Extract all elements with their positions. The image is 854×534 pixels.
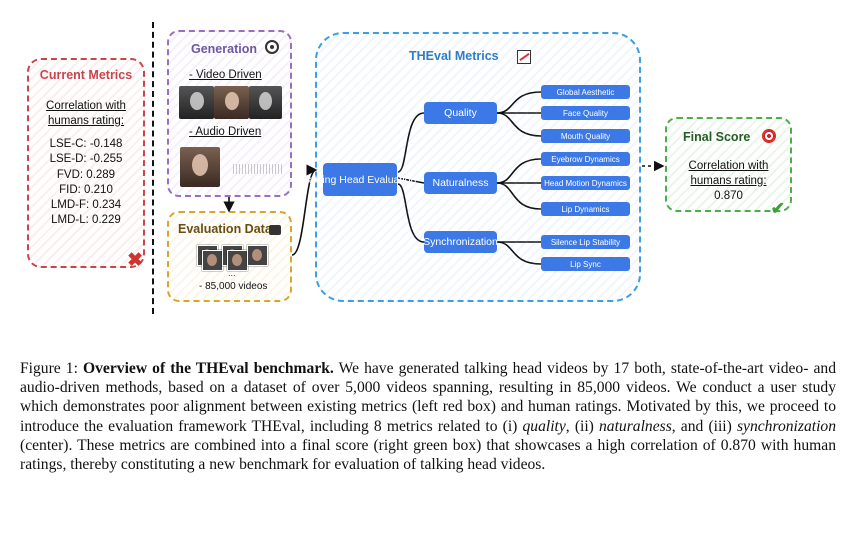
caption-text-1: We have generated talking head videos by… [20,360,837,435]
audio-waveform [233,164,283,174]
final-score-value: 0.870 [714,190,743,202]
generation-title: Generation [191,42,257,56]
final-score-box: Final Score Correlation with humans rati… [665,117,792,218]
figure-caption: Figure 1: Overview of the THEval benchma… [20,359,836,474]
metric-node-eyebrow-dynamics: Eyebrow Dynamics [541,152,630,166]
metric-lmd-l: LMD-L: 0.229 [51,214,121,227]
theval-title: THEval Metrics [409,49,499,63]
camera-icon [269,225,281,235]
video-frame-5 [247,245,268,266]
caption-text-3: , and (iii) [671,417,737,435]
final-score-title: Final Score [683,130,751,144]
metric-lse-d: LSE-D: -0.255 [49,153,123,166]
face-thumbnail-audio [180,147,220,187]
metric-node-head-motion-dynamics: Head Motion Dynamics [541,176,630,190]
current-metric-list: LSE-C: -0.148 LSE-D: -0.255 FVD: 0.289 F… [29,137,143,229]
video-frame-2 [202,250,223,271]
group-node-synchronization: Synchronization [423,231,498,253]
metric-node-silence-lip-stability: Silence Lip Stability [541,235,630,249]
current-correlation-line1: Correlation with [46,100,126,112]
caption-text-2: , (ii) [565,417,599,435]
cross-icon: ✖ [127,250,143,271]
target-icon [762,129,776,143]
metric-node-lip-sync: Lip Sync [541,257,630,271]
caption-label: Figure 1: [20,360,78,377]
separator-line [152,22,154,314]
caption-em-quality: quality [522,417,566,435]
video-driven-label: - Video Driven [189,69,262,81]
chart-icon [517,50,531,64]
face-thumbnail-2 [214,86,249,119]
evaluation-data-title: Evaluation Data [178,222,272,236]
group-node-quality: Quality [424,102,497,124]
root-node-talking-head-evaluation: Talking Head Evaluation [304,163,416,196]
caption-em-naturalness: naturalness [599,417,672,435]
caption-title: Overview of the THEval benchmark. [83,360,334,377]
current-correlation-line2: humans rating: [47,115,125,127]
ellipsis: ... [228,268,236,278]
current-metrics-title: Current Metrics [39,68,133,82]
video-count: - 85,000 videos [199,281,268,292]
metric-node-global-aesthetic: Global Aesthetic [541,85,630,99]
group-node-naturalness: Naturalness [424,172,497,194]
final-correlation-line1: Correlation with [688,160,769,172]
current-metrics-box: Current Metrics Correlation with humans … [27,58,145,271]
metric-lmd-f: LMD-F: 0.234 [50,199,122,212]
face-thumbnail-1 [179,86,214,119]
caption-text-4: (center). These metrics are combined int… [20,436,836,474]
final-correlation-line2: humans rating: [690,175,767,187]
face-thumbnail-3 [249,86,282,119]
generation-box: Generation - Video Driven - Audio Driven [167,30,292,197]
caption-em-synchronization: synchronization [736,417,836,435]
metric-lse-c: LSE-C: -0.148 [49,138,123,150]
video-frame-4 [227,250,248,271]
checkmark-icon: ✔ [770,199,785,218]
metric-fvd: FVD: 0.289 [56,168,116,181]
metric-node-mouth-quality: Mouth Quality [541,129,630,143]
gear-icon [265,40,279,54]
metric-node-face-quality: Face Quality [541,106,630,120]
metric-node-lip-dynamics: Lip Dynamics [541,202,630,216]
metric-fid: FID: 0.210 [59,183,113,196]
audio-driven-label: - Audio Driven [189,126,262,138]
evaluation-data-box: Evaluation Data ... - 85,000 videos [167,211,292,302]
